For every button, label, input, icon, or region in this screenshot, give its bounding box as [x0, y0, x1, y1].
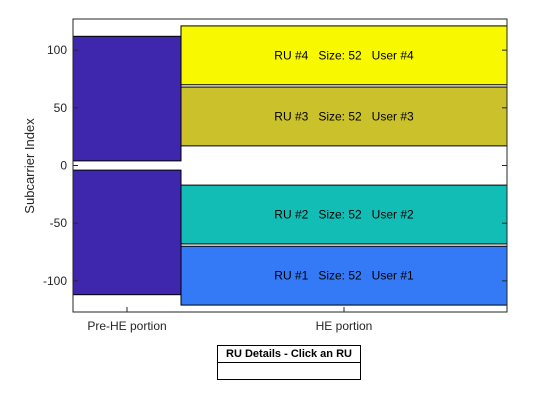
ru-block-4[interactable] [180, 245, 508, 306]
pre-he-block-1 [72, 35, 182, 162]
x-tick-label: HE portion [316, 319, 373, 333]
y-axis-label: Subcarrier Index [22, 118, 37, 214]
ru-block-label: RU #2 Size: 52 User #2 [274, 208, 414, 222]
ru-details-body [218, 363, 360, 379]
y-tick-label: 100 [47, 43, 67, 57]
pre-he-block-2 [72, 169, 182, 296]
ru-block-label: RU #4 Size: 52 User #4 [274, 48, 414, 62]
ru-block-label: RU #1 Size: 52 User #1 [274, 269, 414, 283]
y-tick-label: -100 [43, 274, 67, 288]
y-tick-label: 0 [60, 159, 67, 173]
ru-block-3[interactable] [180, 184, 508, 245]
ru-block-2[interactable] [180, 86, 508, 147]
ru-block-1[interactable] [180, 25, 508, 86]
y-tick-label: 50 [54, 101, 68, 115]
ru-details-panel: RU Details - Click an RU [217, 345, 361, 380]
y-tick-label: -50 [50, 216, 68, 230]
ru-details-header: RU Details - Click an RU [218, 346, 360, 363]
x-tick-label: Pre-HE portion [87, 319, 166, 333]
ru-block-label: RU #3 Size: 52 User #3 [274, 109, 414, 123]
